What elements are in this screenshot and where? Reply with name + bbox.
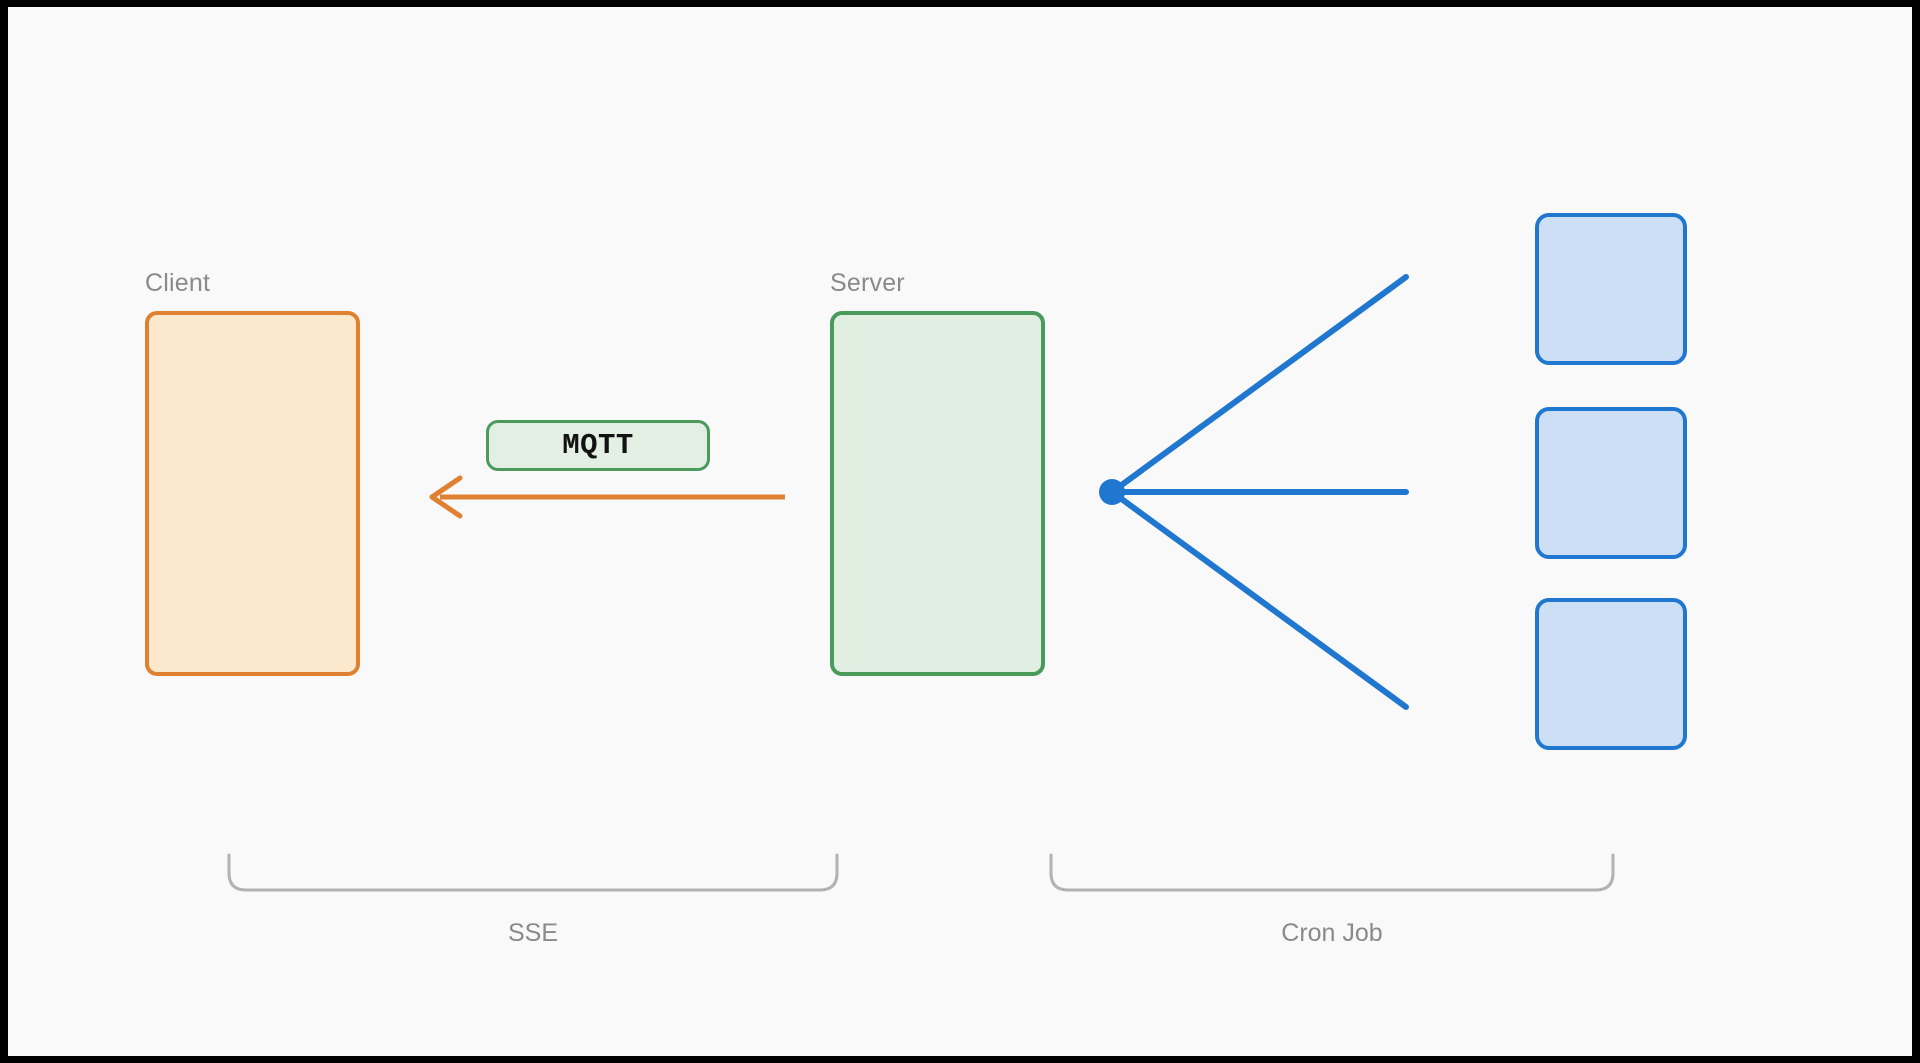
cron-group-brace	[1049, 853, 1615, 892]
client-caption: Client	[145, 269, 211, 297]
fanout-branch-down	[1109, 489, 1409, 710]
diagram-canvas: Client Server MQTT SSE Cron Job	[8, 7, 1912, 1056]
sse-group-label: SSE	[507, 919, 559, 947]
mqtt-edge-label[interactable]: MQTT	[486, 420, 710, 471]
client-node[interactable]	[145, 311, 360, 676]
sse-group-brace	[227, 853, 839, 892]
server-node[interactable]	[830, 311, 1045, 676]
cron-group-label: Cron Job	[1281, 919, 1383, 947]
mqtt-arrow-head-icon	[429, 475, 463, 519]
server-caption: Server	[830, 269, 905, 297]
fanout-edges	[1099, 274, 1409, 710]
worker-box-3[interactable]	[1535, 598, 1687, 750]
worker-box-2[interactable]	[1535, 407, 1687, 559]
fanout-branch-up	[1109, 274, 1409, 495]
worker-box-1[interactable]	[1535, 213, 1687, 365]
fanout-hub-node[interactable]	[1099, 479, 1125, 505]
mqtt-arrow	[429, 475, 785, 519]
